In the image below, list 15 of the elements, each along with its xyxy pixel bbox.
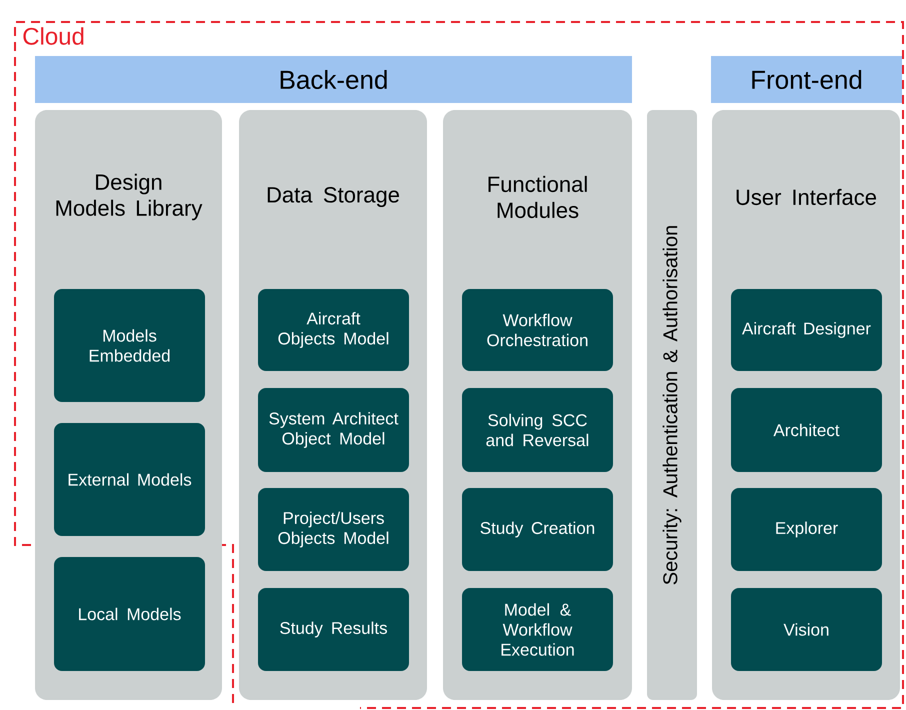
module-box: Study Results [258, 588, 409, 671]
module-box: Architect [731, 388, 882, 472]
module-box: Project/Users Objects Model [258, 488, 409, 571]
module-box: External Models [54, 423, 205, 536]
module-box: Models Embedded [54, 289, 205, 402]
module-box: Explorer [731, 488, 882, 571]
module-box: Aircraft Designer [731, 289, 882, 371]
module-box: System Architect Object Model [258, 388, 409, 472]
module-box: Workflow Orchestration [462, 289, 613, 371]
module-box: Aircraft Objects Model [258, 289, 409, 371]
module-box: Local Models [54, 557, 205, 671]
module-box: Model & Workflow Execution [462, 588, 613, 671]
module-box: Vision [731, 588, 882, 671]
module-box: Study Creation [462, 488, 613, 571]
module-box: Solving SCC and Reversal [462, 388, 613, 472]
